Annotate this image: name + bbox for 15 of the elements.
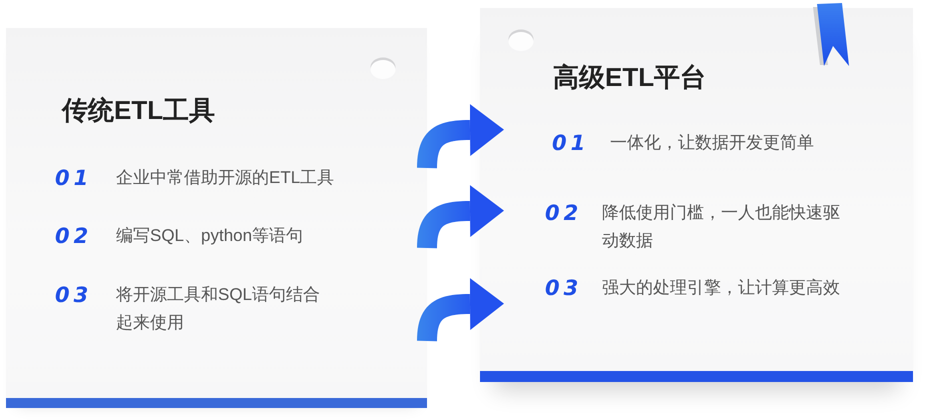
item-text: 企业中常借助开源的ETL工具	[116, 167, 336, 189]
card-title: 高级ETL平台	[553, 61, 706, 93]
item-text: 编写SQL、python等语句	[116, 225, 304, 247]
step-number: 03	[545, 275, 582, 302]
step-number: 02	[55, 223, 92, 250]
item-text: 强大的处理引擎，让计算更高效	[602, 277, 841, 299]
step-number: 01	[552, 130, 590, 157]
step-number: 02	[545, 200, 582, 227]
card-panel	[6, 28, 427, 408]
card-title: 传统ETL工具	[62, 94, 216, 126]
step-number: 03	[55, 282, 92, 309]
item-text: 将开源工具和SQL语句结合起来使用	[116, 284, 322, 334]
step-number: 01	[55, 165, 92, 192]
item-text: 降低使用门槛，一人也能快速驱动数据	[602, 202, 841, 252]
item-text: 一体化，让数据开发更简单	[610, 132, 815, 154]
